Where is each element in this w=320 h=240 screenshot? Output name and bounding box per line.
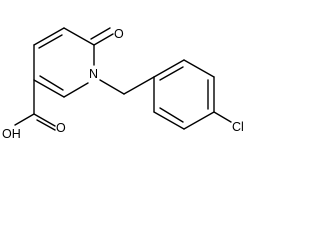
chlorophenyl-ring xyxy=(153,59,232,130)
bond-ar6-ar1-inner xyxy=(159,66,184,81)
bond-ch2-ar xyxy=(123,76,155,95)
keto-group xyxy=(90,27,114,46)
bond-c5-c6 xyxy=(33,79,65,98)
bond-ar2-ar3 xyxy=(153,111,185,130)
molecule-structure: O N OH O Cl xyxy=(2,27,244,141)
bond-ar3-ar4 xyxy=(183,111,215,130)
bond-ccooh-o xyxy=(33,113,56,127)
bond-c3-c4 xyxy=(33,27,65,46)
bond-n-ch2 xyxy=(99,79,125,95)
bond-c3-c4-double xyxy=(38,34,63,49)
bond-ccooh-o-double xyxy=(36,119,56,131)
pyridinone-ring xyxy=(33,27,95,98)
atom-label-chlorine: Cl xyxy=(232,120,244,134)
atom-label-hydroxyl: OH xyxy=(2,127,21,141)
structure-canvas: O N OH O Cl xyxy=(2,27,244,141)
bond-ar6-ar1 xyxy=(153,59,185,78)
atom-label-keto-oxygen: O xyxy=(114,27,124,41)
carboxylic-acid-group xyxy=(14,79,56,131)
benzyl-linker xyxy=(99,76,155,95)
bond-c5-c6-double xyxy=(39,75,64,91)
bond-ar5-ar6 xyxy=(183,59,215,78)
atom-label-ring-nitrogen: N xyxy=(89,67,98,81)
bond-ar4-cl xyxy=(213,111,232,123)
bond-c2-o xyxy=(93,33,114,46)
atom-label-acid-oxygen: O xyxy=(56,121,66,135)
bond-c2-o-double xyxy=(90,27,111,40)
bond-c6-n1 xyxy=(63,82,89,98)
bond-ccooh-oh xyxy=(14,113,35,126)
bond-c2-c3 xyxy=(63,27,95,46)
bond-ar2-ar3-inner xyxy=(159,107,184,123)
